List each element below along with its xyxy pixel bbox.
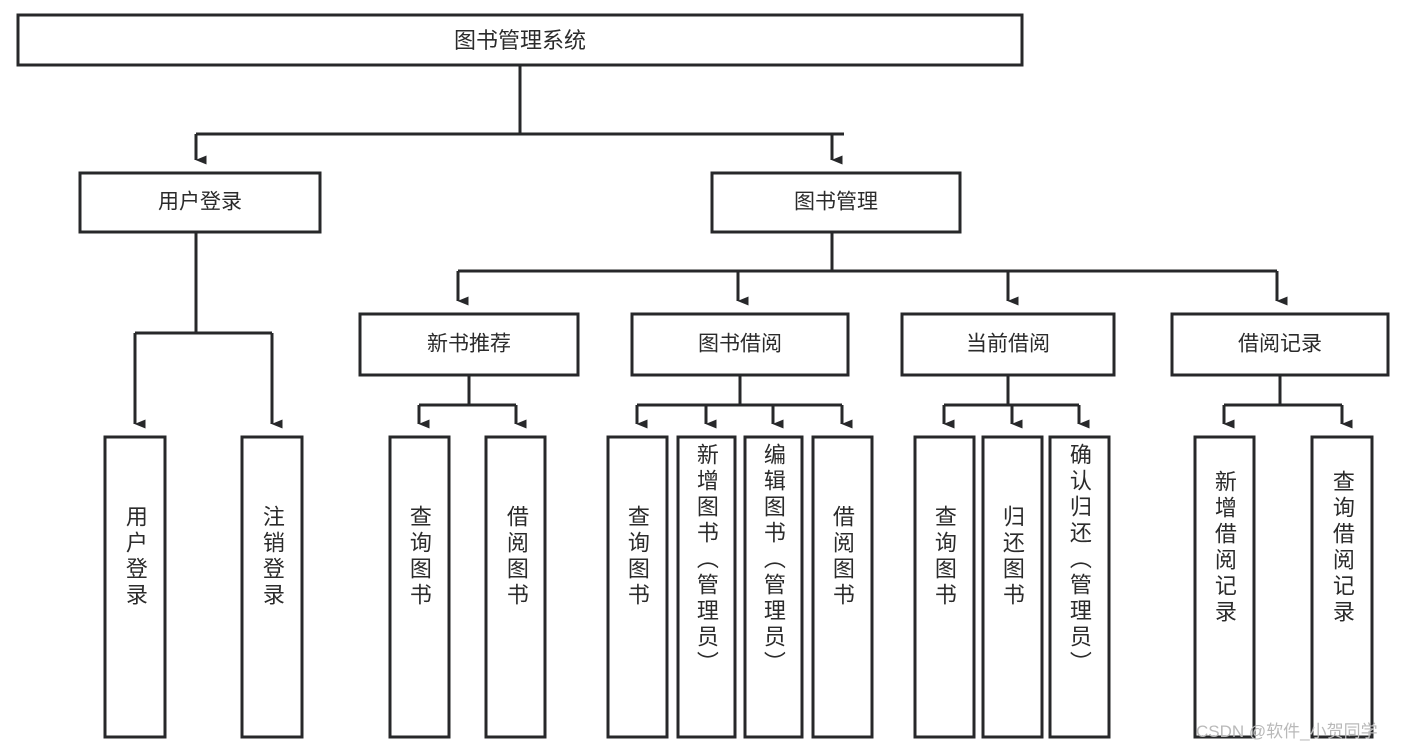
csdn-watermark: CSDN @软件_小贺同学 [1196,722,1378,741]
leaf-boxes [103,435,1374,739]
connectors-book-manage-children [456,232,1288,306]
node-borrow-record-box[interactable] [1170,312,1390,377]
leaf-box-add-borrow-record[interactable] [1193,435,1256,739]
node-root-box[interactable] [16,13,1024,67]
leaf-box-borrow-book-nbr[interactable] [484,435,547,739]
connectors-book-borrow-children [635,375,853,429]
node-new-book-recommend-label: 新书推荐 [427,333,511,356]
connectors-borrow-record-children [1222,375,1353,429]
node-new-book-recommend[interactable]: 新书推荐 [358,312,580,377]
node-current-borrow-box[interactable] [900,312,1116,377]
node-user-login[interactable]: 用户登录 [78,171,322,234]
leaf-box-return-book[interactable] [981,435,1044,739]
node-borrow-record[interactable]: 借阅记录 [1170,312,1390,377]
node-book-manage-box[interactable] [710,171,962,234]
node-user-login-label: 用户登录 [158,191,242,214]
leaf-box-query-borrow-record[interactable] [1310,435,1374,739]
connectors-user-login-children [133,232,283,429]
node-user-login-box[interactable] [78,171,322,234]
node-borrow-record-label: 借阅记录 [1238,333,1322,356]
node-current-borrow-label: 当前借阅 [966,333,1050,356]
leaf-box-confirm-return[interactable] [1048,435,1111,739]
node-book-manage-label: 图书管理 [794,191,878,214]
leaf-box-add-book-admin[interactable] [676,435,737,739]
leaf-box-borrow-book-bb[interactable] [811,435,874,739]
connectors-current-borrow-children [942,375,1090,429]
leaf-box-query-book-nbr[interactable] [388,435,451,739]
connectors-root-to-level1 [194,65,844,165]
leaf-box-query-book-cb[interactable] [913,435,976,739]
leaf-box-user-login[interactable] [103,435,167,739]
node-book-manage[interactable]: 图书管理 [710,171,962,234]
node-root-label: 图书管理系统 [454,28,586,53]
leaf-box-logout[interactable] [240,435,304,739]
node-new-book-recommend-box[interactable] [358,312,580,377]
node-book-borrow-label: 图书借阅 [698,333,782,356]
leaf-box-edit-book-admin[interactable] [743,435,804,739]
connectors-new-book-rec-children [417,375,527,429]
leaf-box-query-book-bb[interactable] [606,435,669,739]
node-root[interactable]: 图书管理系统 [16,13,1024,67]
node-current-borrow[interactable]: 当前借阅 [900,312,1116,377]
node-book-borrow-box[interactable] [630,312,850,377]
node-book-borrow[interactable]: 图书借阅 [630,312,850,377]
